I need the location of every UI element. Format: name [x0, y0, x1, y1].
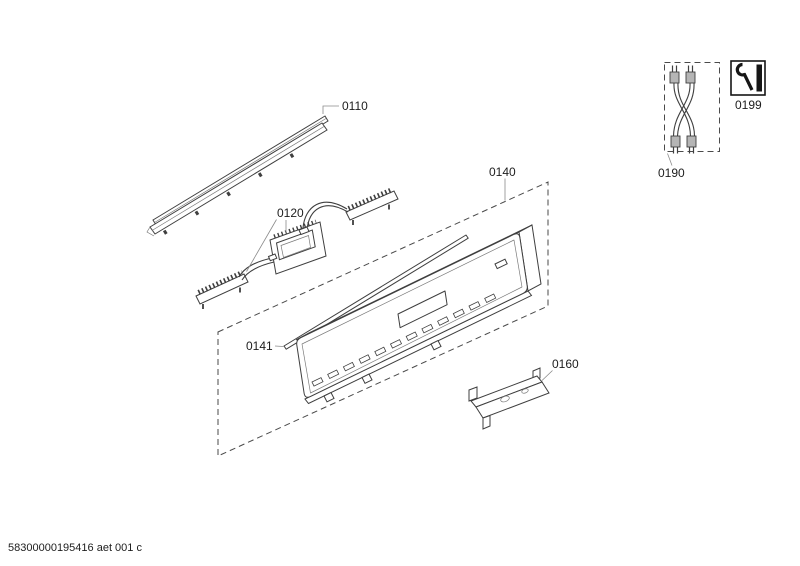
cable-right [302, 201, 348, 229]
harness-plug-bottom-left [670, 135, 681, 148]
leader-0110 [322, 105, 339, 114]
trim-strip-body [283, 234, 469, 350]
leader-0190 [667, 153, 673, 166]
tool-icon-bar [756, 64, 762, 92]
harness-top-pins [671, 65, 694, 72]
part-label-0199: 0199 [735, 98, 762, 112]
control-panel-fascia [295, 224, 542, 405]
connector-right-feet [352, 204, 390, 225]
part-0141-trim-strip [283, 234, 469, 350]
harness-wire-4 [676, 82, 695, 137]
module-cable-socket-left [267, 253, 278, 262]
bracket-front-foot [482, 414, 491, 430]
harness-bottom-pins [672, 147, 695, 154]
rail-inner-line [151, 126, 325, 231]
connector-right-body [345, 190, 399, 221]
part-label-0141: 0141 [246, 339, 273, 353]
harness-plug-bottom-right [686, 135, 697, 148]
service-tool-icon-0199 [730, 60, 766, 96]
panel-inner-border [301, 239, 523, 394]
leader-0160 [541, 370, 553, 381]
module-display-bezel [275, 229, 316, 261]
harness-plug-top-left [669, 71, 680, 84]
rail-end-detail [146, 226, 155, 237]
part-label-0120: 0120 [277, 206, 304, 220]
leader-0141 [274, 345, 284, 347]
cable-left [238, 257, 273, 278]
panel-button-row [311, 293, 497, 387]
bracket-hole-1 [500, 395, 510, 403]
module-top-pins [273, 219, 317, 239]
part-label-0160: 0160 [552, 357, 579, 371]
part-label-0110: 0110 [342, 99, 368, 113]
part-0110-rail [146, 115, 329, 237]
harness-wire-3 [672, 82, 691, 137]
assembly-box-0140 [217, 181, 549, 457]
cable-set-dashed-box [664, 62, 720, 152]
bracket-hole-2 [521, 388, 529, 394]
document-code: 58300000195416 aet 001 c [8, 542, 142, 554]
module-cable-socket-right [298, 226, 310, 236]
rail-flange-line [154, 118, 327, 223]
cable-left-2 [241, 261, 275, 281]
dashed-boundary [217, 181, 549, 457]
module-display-window [280, 235, 311, 258]
panel-power-button [494, 258, 508, 270]
part-0190-cable-set [664, 62, 720, 154]
part-0120-control-module [195, 187, 399, 309]
panel-mounting-tabs [323, 339, 442, 403]
wrench-icon-handle [742, 72, 754, 91]
harness-plug-top-right [685, 71, 696, 84]
connector-left-pins [197, 270, 244, 295]
bracket-left-tab [468, 386, 478, 402]
connector-left-feet [202, 287, 241, 309]
connector-left-body [195, 273, 249, 305]
bracket-base-plate [475, 381, 550, 419]
part-label-0190: 0190 [658, 166, 685, 180]
panel-display-window [397, 290, 448, 329]
part-0160-bracket [468, 367, 550, 430]
part-label-0140: 0140 [489, 165, 516, 179]
leader-0120-connector [246, 219, 277, 272]
